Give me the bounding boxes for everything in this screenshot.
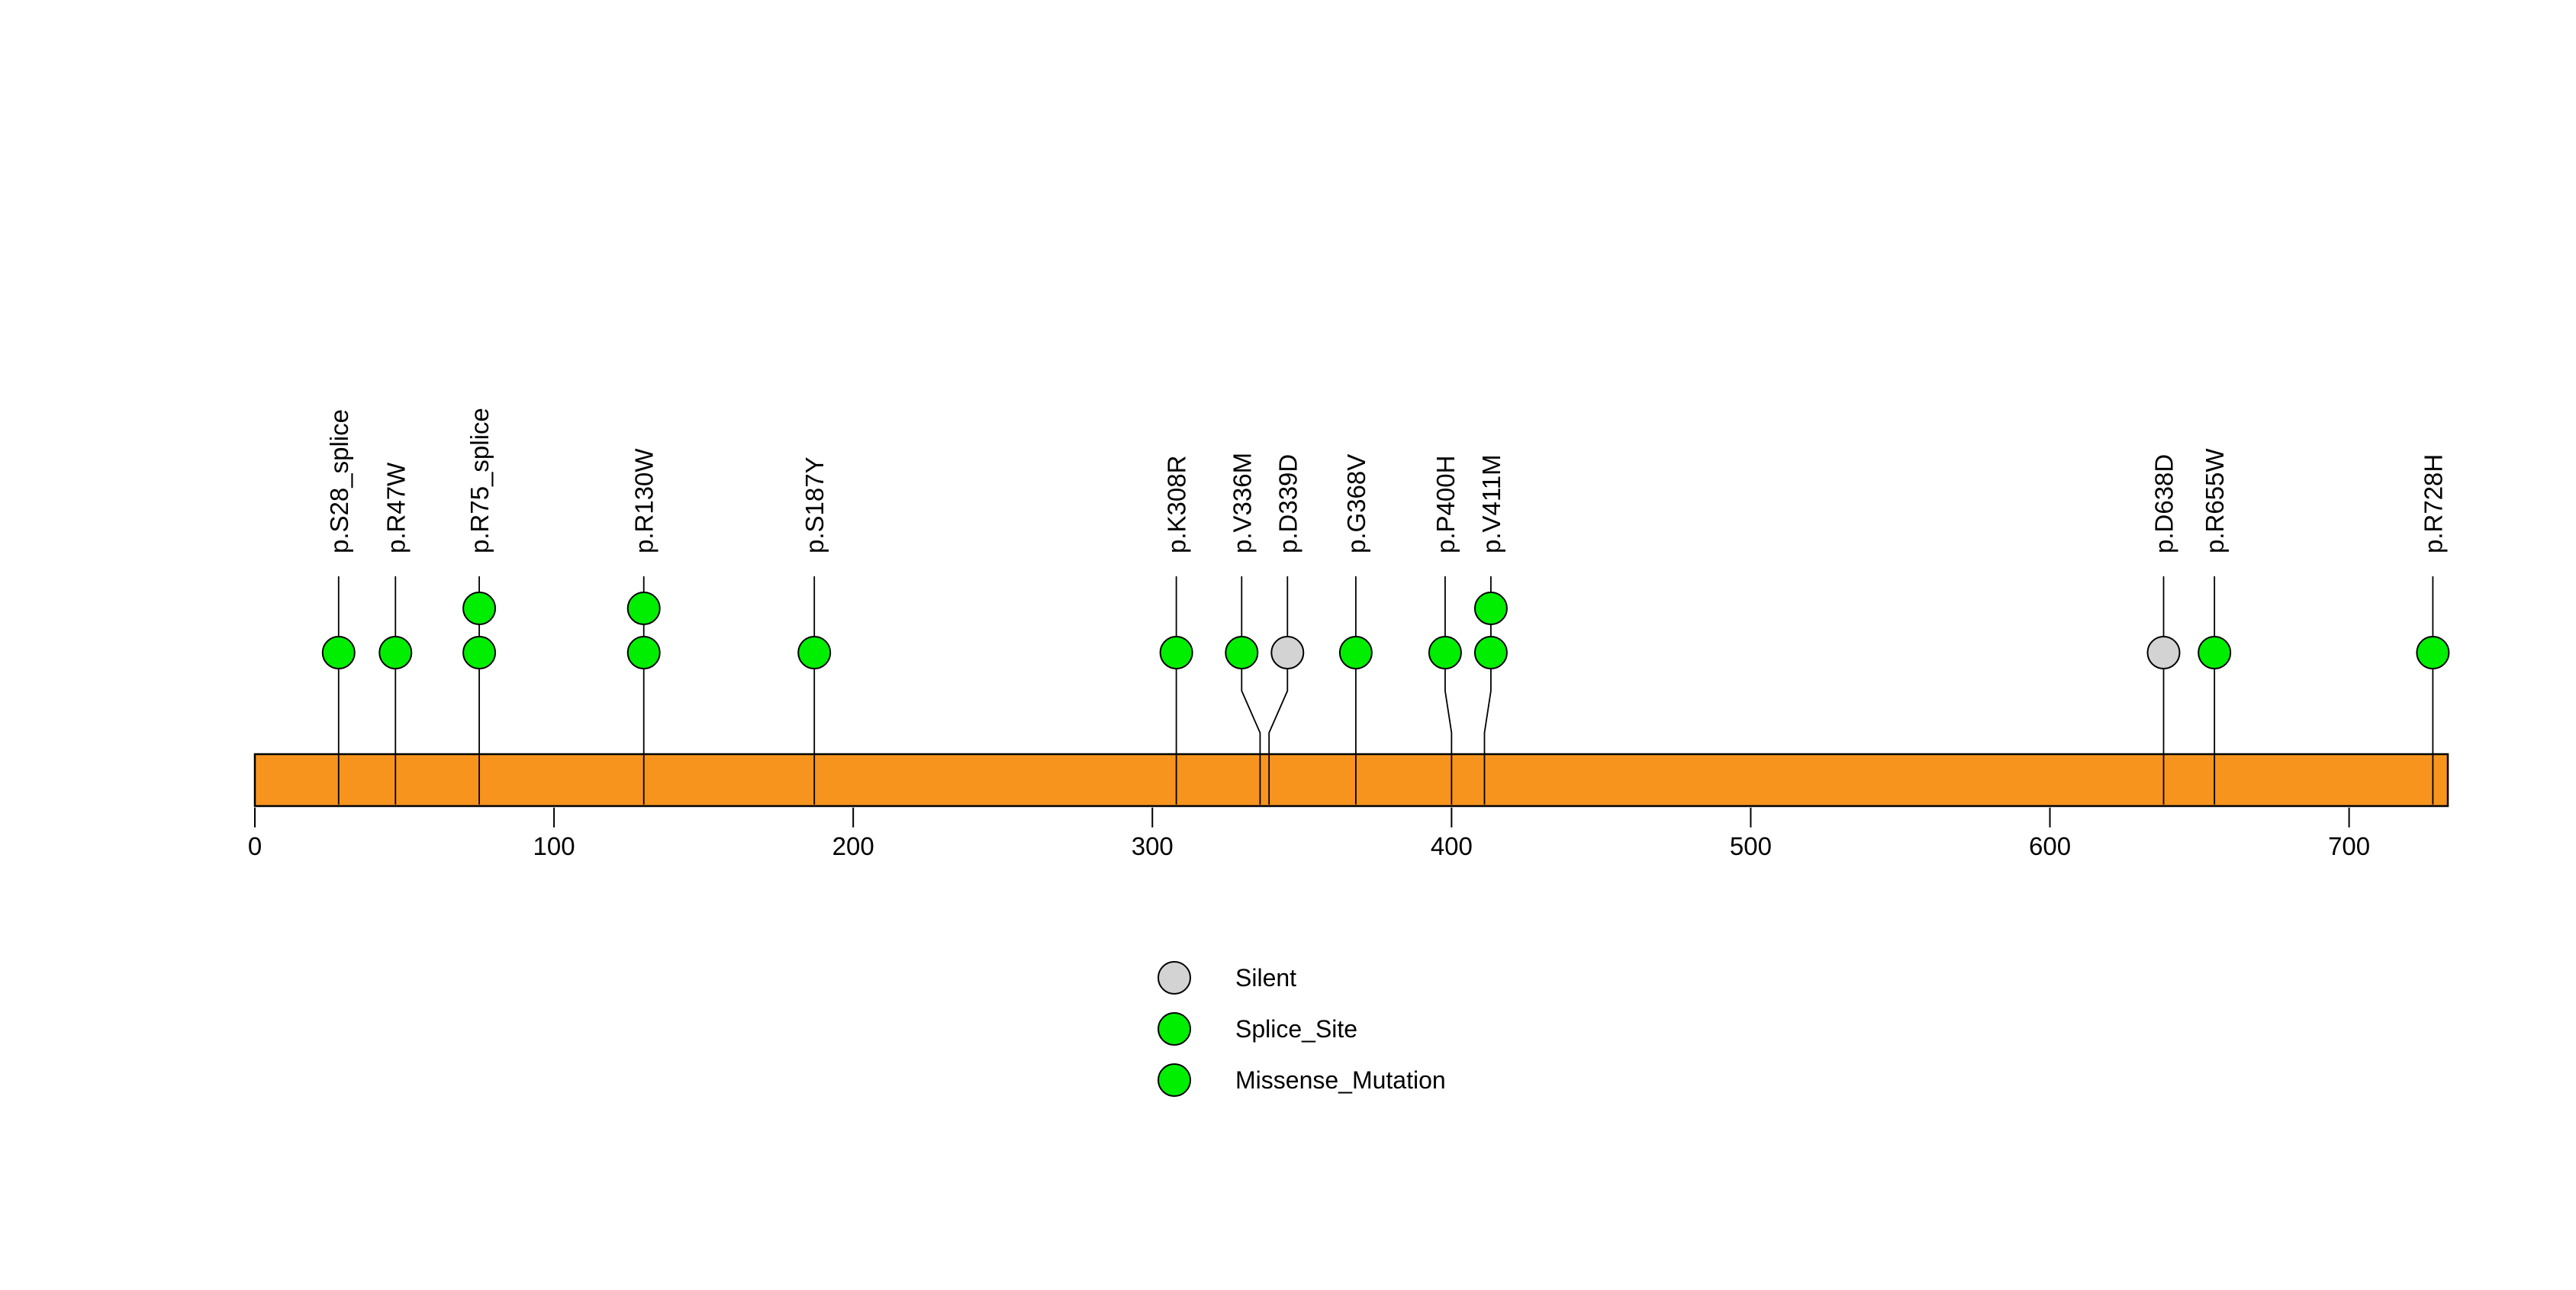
legend-swatch (1158, 1012, 1191, 1046)
legend-label: Silent (1235, 964, 1296, 992)
legend-label: Splice_Site (1235, 1015, 1357, 1043)
mutation-stem (1268, 576, 1289, 805)
axis-tick-label: 500 (1730, 832, 1772, 860)
mutation-circle (1159, 636, 1193, 669)
mutation-circle (462, 636, 497, 669)
mutation-label: p.D339D (1274, 454, 1302, 553)
mutation-label: p.P400H (1431, 456, 1460, 553)
mutation-label: p.D638D (2150, 454, 2178, 553)
mutation-circle (2146, 636, 2181, 669)
mutation-label: p.R728H (2419, 454, 2447, 553)
axis-tick-label: 200 (832, 832, 874, 860)
axis-tick-label: 700 (2328, 832, 2370, 860)
axis-tick-label: 0 (248, 832, 262, 860)
legend-swatch (1158, 961, 1191, 995)
mutation-label: p.V411M (1477, 454, 1505, 553)
mutation-label: p.R47W (382, 462, 410, 553)
axis-tick-label: 600 (2029, 832, 2071, 860)
mutation-circle (797, 636, 832, 669)
mutation-stem (1241, 576, 1261, 805)
mutation-circle (1473, 636, 1508, 669)
mutation-circle (626, 592, 661, 625)
mutation-label: p.R130W (630, 448, 658, 553)
mutation-circle (2198, 636, 2232, 669)
mutation-label: p.S187Y (800, 456, 829, 553)
mutation-circle (321, 636, 356, 669)
mutation-circle (462, 592, 497, 625)
legend-swatch (1158, 1063, 1191, 1097)
mutation-label: p.R75_splice (465, 408, 494, 553)
mutation-circle (1428, 636, 1462, 669)
mutation-stem (1483, 576, 1492, 805)
protein-backbone-bar (253, 753, 2449, 808)
mutation-stem (1444, 576, 1453, 805)
mutation-label: p.V336M (1228, 453, 1256, 553)
mutation-label: p.K308R (1163, 456, 1191, 553)
mutation-circle (378, 636, 413, 669)
mutation-circle (1270, 636, 1305, 669)
mutation-circle (1338, 636, 1373, 669)
mutation-circle (1225, 636, 1259, 669)
mutation-label: p.S28_splice (325, 409, 353, 553)
mutation-label: p.R655W (2201, 448, 2229, 553)
axis-tick-label: 100 (533, 832, 575, 860)
mutation-circle (626, 636, 661, 669)
axis-tick-label: 400 (1431, 832, 1473, 860)
mutation-circle (1473, 592, 1508, 625)
mutation-circle (2416, 636, 2450, 669)
legend-label: Missense_Mutation (1235, 1066, 1446, 1094)
mutation-label: p.G368V (1342, 454, 1370, 553)
axis-tick-label: 300 (1132, 832, 1174, 860)
